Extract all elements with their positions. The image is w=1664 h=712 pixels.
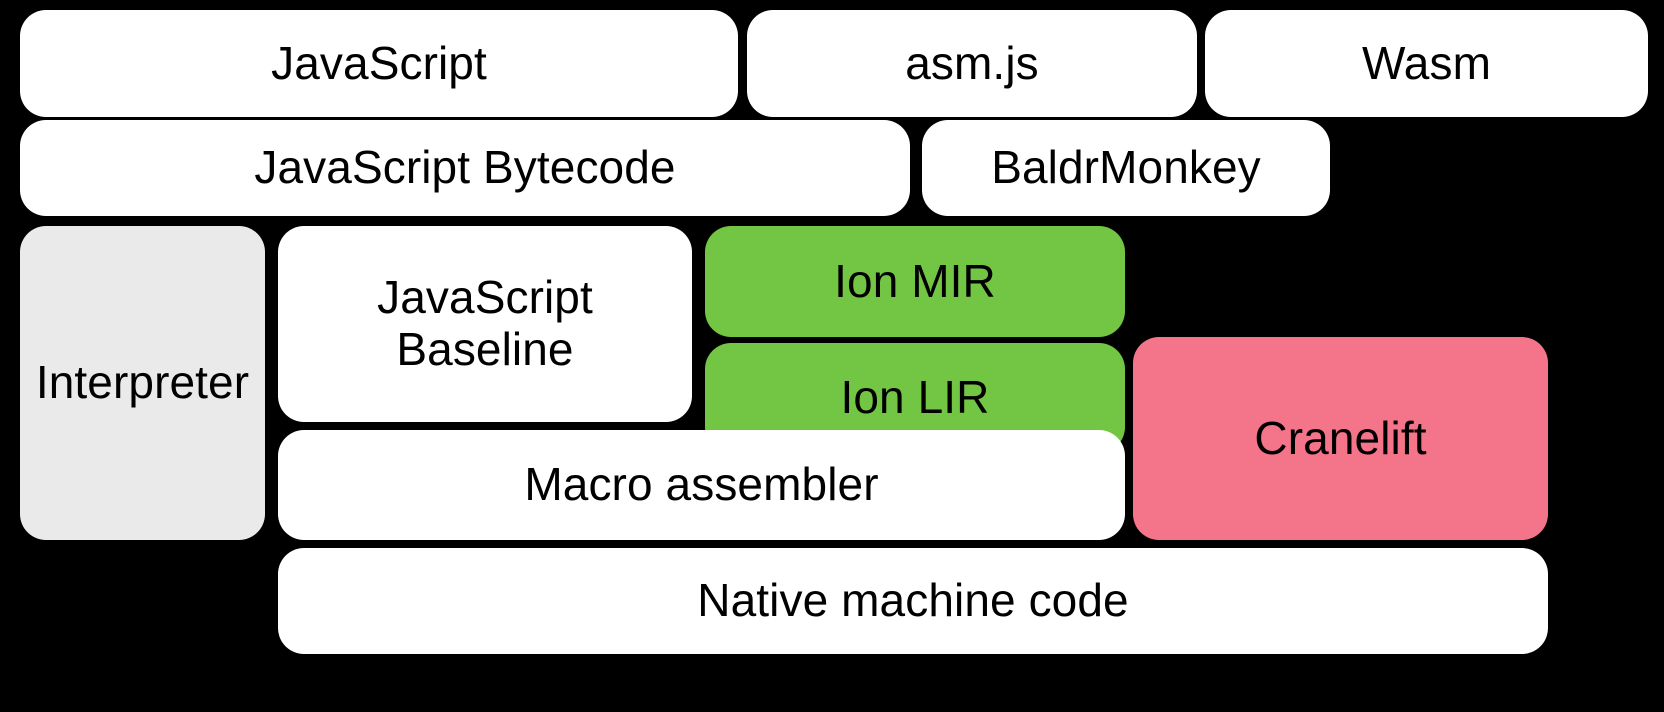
node-ion-mir[interactable]: Ion MIR bbox=[705, 226, 1125, 337]
node-javascript-bytecode[interactable]: JavaScript Bytecode bbox=[20, 120, 910, 216]
node-wasm[interactable]: Wasm bbox=[1205, 10, 1648, 117]
node-baldrmonkey[interactable]: BaldrMonkey bbox=[922, 120, 1330, 216]
node-cranelift[interactable]: Cranelift bbox=[1133, 337, 1548, 540]
node-javascript[interactable]: JavaScript bbox=[20, 10, 738, 117]
node-macro-assembler[interactable]: Macro assembler bbox=[278, 430, 1125, 540]
node-interpreter[interactable]: Interpreter bbox=[20, 226, 265, 540]
node-javascript-baseline[interactable]: JavaScript Baseline bbox=[278, 226, 692, 422]
node-asmjs[interactable]: asm.js bbox=[747, 10, 1197, 117]
node-native-machine-code[interactable]: Native machine code bbox=[278, 548, 1548, 654]
